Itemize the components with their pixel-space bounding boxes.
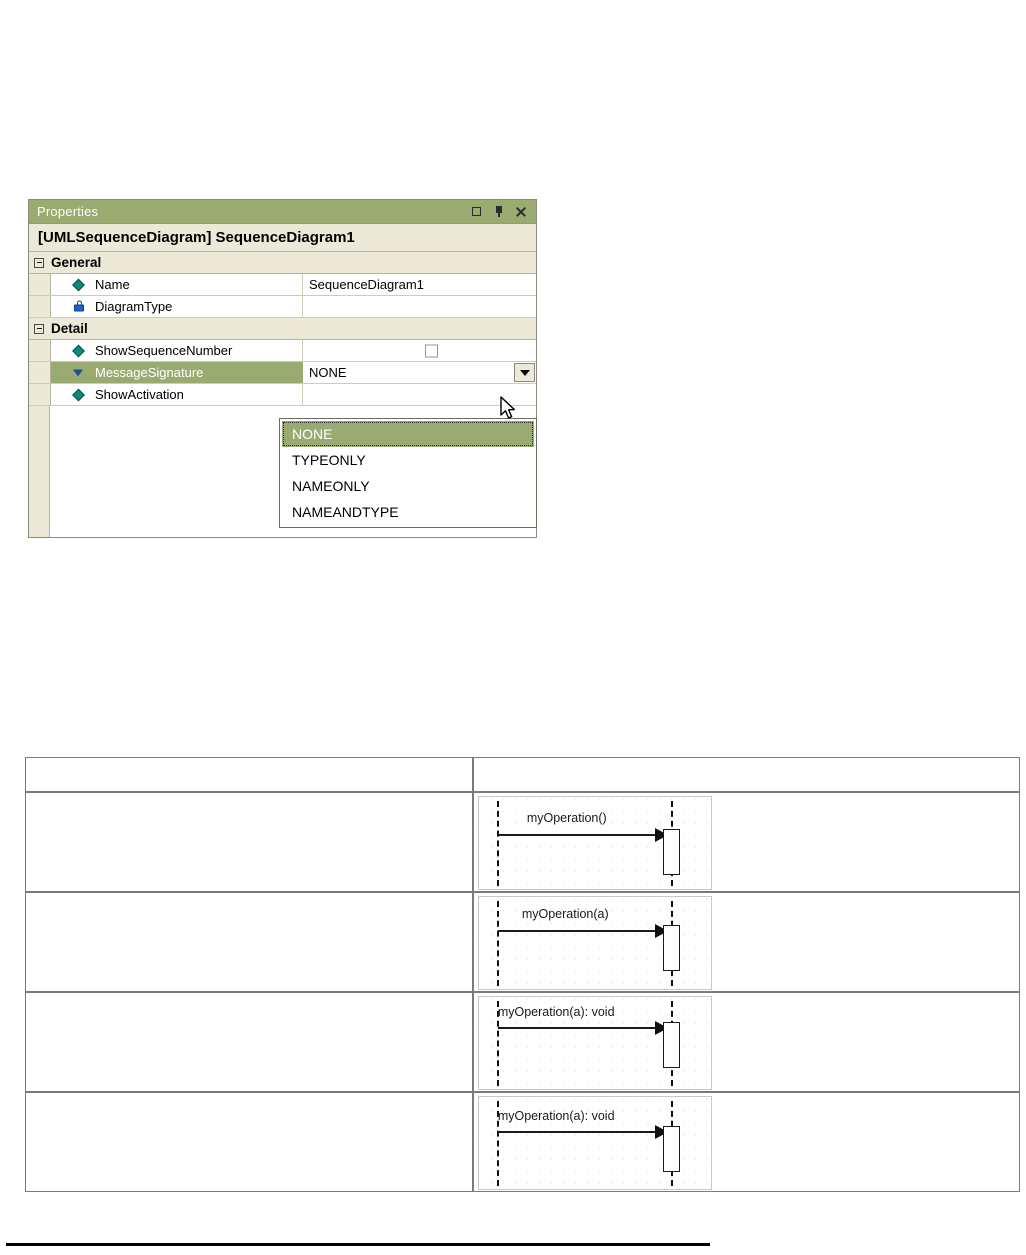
table-row: myOperation(a) — [25, 892, 1020, 992]
property-label-showactivation: ShowActivation — [51, 384, 303, 405]
diamond-icon — [72, 388, 85, 401]
triangle-down-icon — [73, 369, 83, 376]
table-row: myOperation(a): void — [25, 992, 1020, 1092]
property-name-text: ShowActivation — [95, 387, 184, 402]
message-arrow-line — [497, 1027, 656, 1029]
collapse-icon-general[interactable] — [34, 257, 44, 268]
lifeline-source — [496, 801, 499, 886]
property-value-diagramtype — [303, 296, 536, 317]
combobox-value: NONE — [309, 365, 347, 380]
panel-title: Properties — [37, 204, 99, 219]
property-name-text: MessageSignature — [95, 365, 204, 380]
maximize-icon[interactable] — [471, 205, 484, 218]
property-label-messagesignature: MessageSignature — [51, 362, 303, 383]
sequence-diagram-preview: myOperation(a) — [477, 896, 712, 990]
message-label: myOperation(a): void — [497, 1005, 615, 1019]
pin-icon[interactable] — [493, 205, 506, 218]
header-cell-left — [25, 757, 473, 792]
table-header-row — [25, 757, 1020, 792]
message-label: myOperation(a) — [521, 907, 609, 921]
row-description-cell — [25, 792, 473, 892]
activation-bar — [662, 1022, 680, 1068]
close-icon[interactable] — [515, 205, 528, 218]
property-value-showactivation[interactable] — [303, 384, 536, 405]
property-row-name[interactable]: Name SequenceDiagram1 — [29, 274, 536, 296]
lock-icon — [74, 300, 87, 313]
property-label-diagramtype: DiagramType — [51, 296, 303, 317]
message-label: myOperation() — [526, 811, 607, 825]
row-diagram-cell: myOperation(a) — [472, 892, 1020, 992]
row-indent — [29, 296, 51, 317]
row-diagram-cell: myOperation(a): void — [472, 1092, 1020, 1192]
group-label-general: General — [51, 255, 102, 270]
property-value-messagesignature[interactable]: NONE — [303, 362, 536, 383]
row-indent — [29, 340, 51, 361]
row-description-cell — [25, 1092, 473, 1192]
properties-titlebar: Properties — [29, 200, 536, 224]
message-arrow-line — [497, 930, 656, 932]
property-row-diagramtype[interactable]: DiagramType — [29, 296, 536, 318]
property-row-showactivation[interactable]: ShowActivation — [29, 384, 536, 406]
property-value-name[interactable]: SequenceDiagram1 — [303, 274, 536, 295]
property-row-messagesignature[interactable]: MessageSignature NONE — [29, 362, 536, 384]
dropdown-option-none[interactable]: NONE — [282, 421, 534, 447]
table-row: myOperation() — [25, 792, 1020, 892]
row-diagram-cell: myOperation(a): void — [472, 992, 1020, 1092]
footnote-separator — [6, 1243, 710, 1246]
titlebar-button-group — [471, 205, 530, 218]
sequence-diagram-preview: myOperation(a): void — [477, 1096, 712, 1190]
property-name-text: ShowSequenceNumber — [95, 343, 233, 358]
collapse-icon-detail[interactable] — [34, 323, 44, 334]
row-indent — [29, 274, 51, 295]
showsequencenumber-checkbox[interactable] — [425, 344, 438, 357]
group-header-general[interactable]: General — [29, 252, 536, 274]
diamond-icon — [72, 344, 85, 357]
sequence-diagram-preview: myOperation(a): void — [477, 996, 712, 1090]
dropdown-option-nameandtype[interactable]: NAMEANDTYPE — [292, 504, 399, 520]
property-value-showsequencenumber[interactable] — [303, 340, 536, 361]
messagesignature-combobox[interactable]: NONE — [303, 362, 536, 383]
property-label-name: Name — [51, 274, 303, 295]
activation-bar — [662, 925, 680, 971]
messagesignature-dropdown-list[interactable]: NONE TYPEONLY NAMEONLY NAMEANDTYPE — [279, 418, 537, 528]
message-label: myOperation(a): void — [497, 1109, 615, 1123]
sequence-diagram-preview: myOperation() — [477, 796, 712, 890]
property-name-text: DiagramType — [95, 299, 173, 314]
diamond-icon — [72, 278, 85, 291]
header-cell-right — [472, 757, 1020, 792]
row-indent — [29, 384, 51, 405]
lifeline-source — [496, 1001, 499, 1086]
lifeline-source — [496, 901, 499, 986]
message-arrow-line — [497, 834, 656, 836]
message-arrow-line — [497, 1131, 656, 1133]
lifeline-source — [496, 1101, 499, 1186]
row-description-cell — [25, 892, 473, 992]
object-title: [UMLSequenceDiagram] SequenceDiagram1 — [29, 224, 536, 252]
property-name-text: Name — [95, 277, 130, 292]
row-indent — [29, 362, 51, 383]
row-diagram-cell: myOperation() — [472, 792, 1020, 892]
activation-bar — [662, 1126, 680, 1172]
activation-bar — [662, 829, 680, 875]
property-label-showsequencenumber: ShowSequenceNumber — [51, 340, 303, 361]
group-header-detail[interactable]: Detail — [29, 318, 536, 340]
signature-comparison-table: myOperation() myOperation(a) — [25, 757, 1020, 1192]
group-label-detail: Detail — [51, 321, 88, 336]
row-description-cell — [25, 992, 473, 1092]
chevron-down-icon[interactable] — [514, 363, 535, 382]
dropdown-option-typeonly[interactable]: TYPEONLY — [292, 452, 366, 468]
dropdown-option-nameonly[interactable]: NAMEONLY — [292, 478, 370, 494]
table-row: myOperation(a): void — [25, 1092, 1020, 1192]
property-row-showsequencenumber[interactable]: ShowSequenceNumber — [29, 340, 536, 362]
